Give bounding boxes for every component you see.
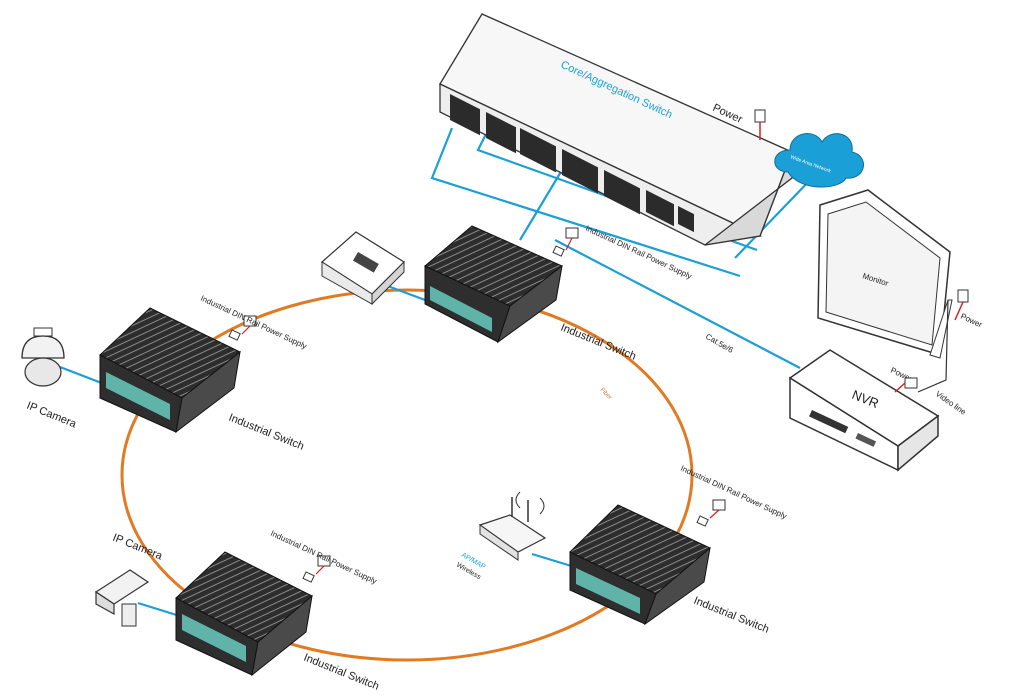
power-supply-label-top: Industrial DIN Rail Power Supply bbox=[584, 224, 693, 281]
wireless-ap: AP/MAP Wireless bbox=[455, 491, 547, 581]
industrial-switch-left-ports bbox=[106, 372, 170, 420]
power-supply-label-right: Industrial DIN Rail Power Supply bbox=[679, 464, 788, 521]
industrial-switch-bottom-side bbox=[251, 594, 313, 677]
ip-camera-dome-body bbox=[21, 335, 65, 359]
industrial-switch-left-side bbox=[175, 350, 241, 434]
core-aggregation-switch: Core/Aggregation Switch Power bbox=[439, 13, 793, 246]
power-supply-label-bottom: Industrial DIN Rail Power Supply bbox=[269, 529, 378, 586]
monitor-power-plug bbox=[957, 289, 969, 303]
industrial-switch-top bbox=[424, 225, 563, 344]
video-line bbox=[917, 299, 949, 393]
nvr-power-plug bbox=[904, 377, 918, 389]
nvr: NVR Power Video line bbox=[788, 349, 968, 472]
core-switch-side bbox=[704, 151, 793, 246]
power-supply-right: Industrial DIN Rail Power Supply bbox=[679, 464, 788, 527]
industrial-switch-right bbox=[569, 504, 711, 626]
monitor: Monitor Power bbox=[817, 189, 984, 359]
cable-label: Cat.5e/6 bbox=[704, 332, 735, 355]
core-switch-ports bbox=[450, 93, 694, 233]
ip-camera-ptz: IP Camera bbox=[94, 532, 165, 627]
monitor-power-label: Power bbox=[959, 312, 984, 330]
wan-cloud: Wide Area Network bbox=[774, 133, 864, 188]
industrial-switch-bottom bbox=[175, 551, 313, 677]
power-supply-bottom: Industrial DIN Rail Power Supply bbox=[269, 529, 378, 586]
nvr-buttons bbox=[855, 433, 877, 447]
industrial-switch-right-ports bbox=[576, 568, 640, 614]
monitor-screen bbox=[825, 201, 941, 346]
industrial-switch-top-ports bbox=[430, 286, 492, 332]
industrial-switch-label-right: Industrial Switch bbox=[692, 595, 771, 636]
industrial-switch-label-left: Industrial Switch bbox=[227, 412, 306, 453]
wireless-ap-front bbox=[479, 524, 519, 561]
core-switch-power-plug bbox=[754, 109, 766, 123]
cable-core-to-cloud bbox=[734, 177, 813, 259]
monitor-stand bbox=[929, 299, 953, 359]
nvr-drive-bay bbox=[809, 409, 849, 434]
cable-controller bbox=[384, 283, 426, 302]
ip-camera-dome-lens bbox=[24, 357, 62, 387]
cable-to-nvr bbox=[554, 239, 801, 369]
power-supply-top: Industrial DIN Rail Power Supply bbox=[552, 224, 693, 281]
wan-cloud-shape bbox=[774, 133, 864, 188]
nvr-side bbox=[897, 414, 939, 472]
ip-camera-label-left: IP Camera bbox=[25, 400, 79, 431]
monitor-power-wire bbox=[954, 301, 964, 321]
controller-side bbox=[371, 260, 405, 306]
ip-camera-ptz-front bbox=[95, 590, 115, 616]
nvr-video-line-label: Video line bbox=[934, 389, 968, 417]
ring-label: Fiber bbox=[599, 387, 613, 401]
controller-device bbox=[321, 231, 405, 306]
cable-core-to-ring-switch bbox=[519, 159, 569, 241]
industrial-switch-bottom-ports bbox=[182, 614, 246, 662]
fiber-ring bbox=[120, 288, 694, 662]
ip-camera-dome: IP Camera bbox=[21, 327, 79, 431]
nvr-power-wire bbox=[894, 382, 906, 393]
industrial-switch-left bbox=[99, 307, 241, 434]
industrial-switch-label-top: Industrial Switch bbox=[559, 322, 638, 363]
ip-camera-dome-mount bbox=[33, 327, 53, 337]
controller-panel bbox=[353, 252, 379, 273]
ip-camera-ptz-stand bbox=[121, 603, 137, 627]
cable-core-to-uplink-a bbox=[430, 127, 741, 278]
industrial-switch-right-side bbox=[643, 546, 711, 626]
industrial-switch-top-side bbox=[497, 264, 563, 344]
